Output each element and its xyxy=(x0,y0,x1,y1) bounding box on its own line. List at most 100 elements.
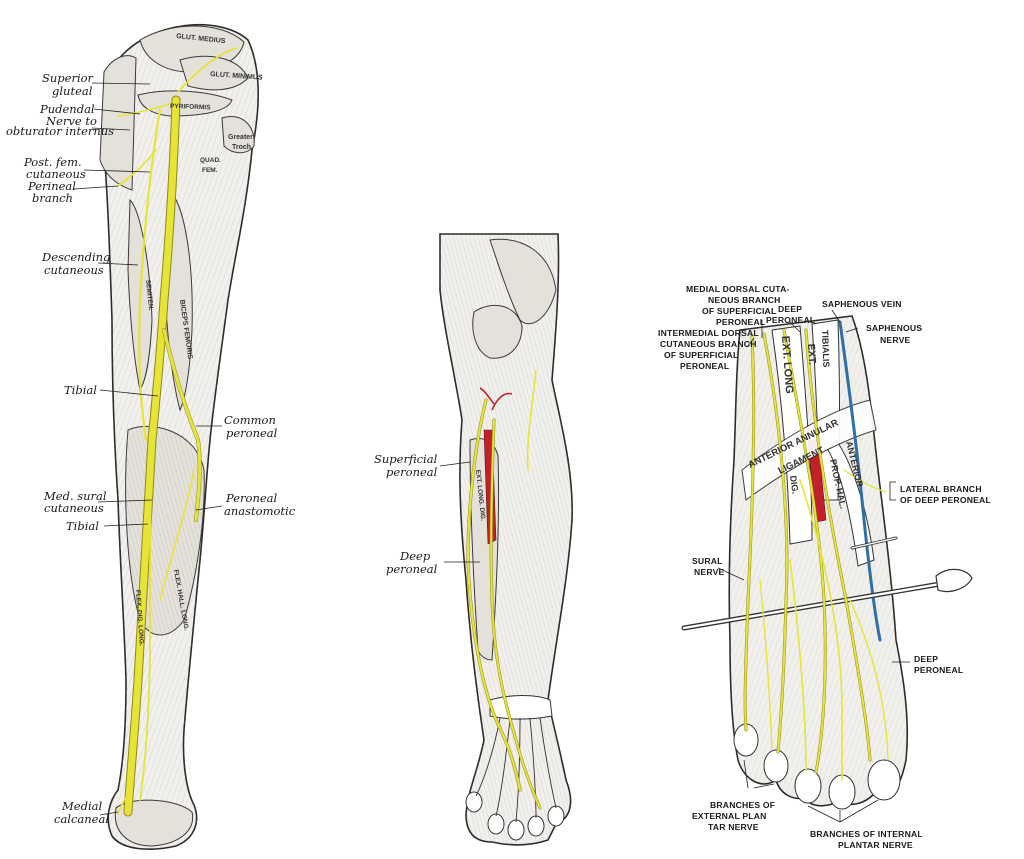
embedded-quad-fem-1: QUAD. xyxy=(200,157,221,164)
leader-lateral-branch xyxy=(889,481,896,501)
leader-pudendal xyxy=(93,108,141,115)
label-medial-dorsal-2: NEOUS BRANCH xyxy=(708,295,781,305)
superficial-peroneal-nerve xyxy=(466,398,522,792)
embedded-quad-fem-2: FEM. xyxy=(202,167,218,174)
anterior-foot-toes xyxy=(465,791,565,841)
toe-3 xyxy=(507,819,525,841)
label-medial-calcaneal-1: Medial xyxy=(61,799,102,813)
sacrum-region xyxy=(99,55,137,191)
leader-descending-cutaneous xyxy=(97,262,139,266)
peroneal-anastomotic-nerve xyxy=(159,469,195,601)
leader-perineal-branch xyxy=(73,185,119,190)
label-common-peroneal-1: Common xyxy=(224,413,276,427)
label-post-fem-cutaneous-2: cutaneous xyxy=(26,167,86,181)
leader-tibial-upper xyxy=(99,389,159,397)
gluteus-minimus-muscle xyxy=(179,55,249,91)
anterior-leg-figure: EXT. LONG. DIG. Superficial peroneal Dee… xyxy=(374,233,573,846)
leader-post-fem-cutaneous xyxy=(83,169,151,173)
label-medial-dorsal-4: PERONEAL xyxy=(716,317,765,327)
label-perineal-branch-2: branch xyxy=(32,191,73,205)
label-deep-peroneal-bottom-1: DEEP xyxy=(914,654,938,664)
heel-calcaneus xyxy=(114,799,194,847)
toe-4 xyxy=(527,815,545,837)
recurrent-artery xyxy=(479,387,513,411)
toe-third xyxy=(794,768,822,804)
leader-saphenous-nerve xyxy=(845,327,859,333)
label-superior-gluteal-2: gluteal xyxy=(52,84,93,98)
leader-branches-internal-a xyxy=(807,805,841,823)
pudendal-nerve xyxy=(117,103,171,117)
leader-branches-external-b xyxy=(753,783,775,789)
label-deep-peroneal-1: Deep xyxy=(399,549,431,563)
sural-nerve-branch xyxy=(744,335,755,731)
label-nerve-to-obturator-1: Nerve to xyxy=(45,114,97,128)
embedded-pyriformis: PYRIFORMIS xyxy=(170,103,211,111)
label-tibial-upper: Tibial xyxy=(64,383,97,397)
label-med-sural-2: cutaneous xyxy=(44,501,104,515)
label-deep-peroneal-top-1: DEEP xyxy=(778,304,802,314)
label-saphenous-vein: SAPHENOUS VEIN xyxy=(822,299,902,309)
dorsal-foot-figure: EXT. LONG EXT. TIBIALIS ANTERIOR ANTERIO… xyxy=(658,284,991,850)
embedded-flex-dig-long: FLEX. DIG. LONG. xyxy=(134,590,145,647)
perineal-branch-nerve xyxy=(117,149,157,187)
deep-peroneal-nerve xyxy=(490,419,541,809)
toe-fourth xyxy=(763,749,789,783)
label-lateral-branch-1: LATERAL BRANCH xyxy=(900,484,982,494)
label-peroneal-anastomotic-2: anastomotic xyxy=(224,504,296,518)
label-saphenous-nerve-2: NERVE xyxy=(880,335,911,345)
lateral-leg-nerve xyxy=(526,369,537,471)
intermedial-dorsal-branch xyxy=(763,333,788,753)
leader-nerve-to-obturator xyxy=(91,127,131,131)
label-peroneal-anastomotic-1: Peroneal xyxy=(225,491,278,505)
label-pudendal: Pudendal xyxy=(39,102,95,116)
anterior-annular-ligament xyxy=(741,399,877,501)
toe-1 xyxy=(465,791,483,813)
leader-peroneal-anastomotic xyxy=(195,505,223,511)
label-branches-external-1: BRANCHES OF xyxy=(710,800,775,810)
embedded-ext-long: EXT. LONG xyxy=(779,335,795,394)
leader-med-sural xyxy=(97,499,153,503)
leader-intermedial-dorsal xyxy=(747,337,755,347)
label-descending-cutaneous-2: cutaneous xyxy=(44,263,104,277)
embedded-semitendinosus: SEMITEN. xyxy=(144,279,154,310)
label-deep-peroneal-top-2: PERONEAL xyxy=(766,315,815,325)
leader-saphenous-vein xyxy=(831,309,841,323)
common-peroneal-nerve xyxy=(162,328,202,522)
dorsal-foot-toes xyxy=(733,723,901,810)
leader-branches-internal-c xyxy=(839,799,879,823)
label-saphenous-nerve-1: SAPHENOUS xyxy=(866,323,922,333)
label-post-fem-cutaneous-1: Post. fem. xyxy=(23,155,82,169)
label-common-peroneal-2: peroneal xyxy=(226,426,278,440)
dissection-probe xyxy=(681,568,973,631)
embedded-dig: DIG. xyxy=(788,475,800,495)
leader-branches-external-a xyxy=(743,759,749,789)
lateral-branch-deep-peroneal xyxy=(843,469,887,493)
leader-superior-gluteal xyxy=(91,82,151,85)
toe-2 xyxy=(487,813,505,835)
label-deep-peroneal-bottom-2: PERONEAL xyxy=(914,665,963,675)
leader-medial-calcaneal xyxy=(99,811,119,816)
leader-superficial-peroneal xyxy=(439,461,471,467)
label-branches-internal-1: BRANCHES OF INTERNAL xyxy=(810,829,923,839)
anterior-leg-shading xyxy=(440,234,573,845)
leader-tibial-lower xyxy=(103,523,149,527)
label-nerve-to-obturator-2: obturator internus xyxy=(6,124,114,138)
label-intermedial-dorsal-1: INTERMEDIAL DORSAL xyxy=(658,328,759,338)
embedded-greater-troch-1: Greater xyxy=(228,134,253,141)
label-medial-calcaneal-2: calcaneal xyxy=(54,812,109,826)
label-deep-peroneal-2: peroneal xyxy=(386,562,438,576)
dorsal-foot-nerves xyxy=(743,328,889,781)
label-branches-external-3: TAR NERVE xyxy=(708,822,759,832)
label-tibial-lower: Tibial xyxy=(66,519,99,533)
label-superior-gluteal-1: Superior xyxy=(42,71,95,85)
embedded-greater-troch-2: Troch. xyxy=(232,144,253,151)
toe-5 xyxy=(547,805,565,827)
label-med-sural-1: Med. sural xyxy=(43,489,107,503)
label-perineal-branch-1: Perineal xyxy=(27,179,76,193)
saphenous-vein xyxy=(838,320,882,642)
label-medial-dorsal-1: MEDIAL DORSAL CUTA- xyxy=(686,284,790,294)
label-intermedial-dorsal-4: PERONEAL xyxy=(680,361,729,371)
label-descending-cutaneous-1: Descending xyxy=(41,250,110,264)
ankle-annular-band xyxy=(489,695,553,720)
